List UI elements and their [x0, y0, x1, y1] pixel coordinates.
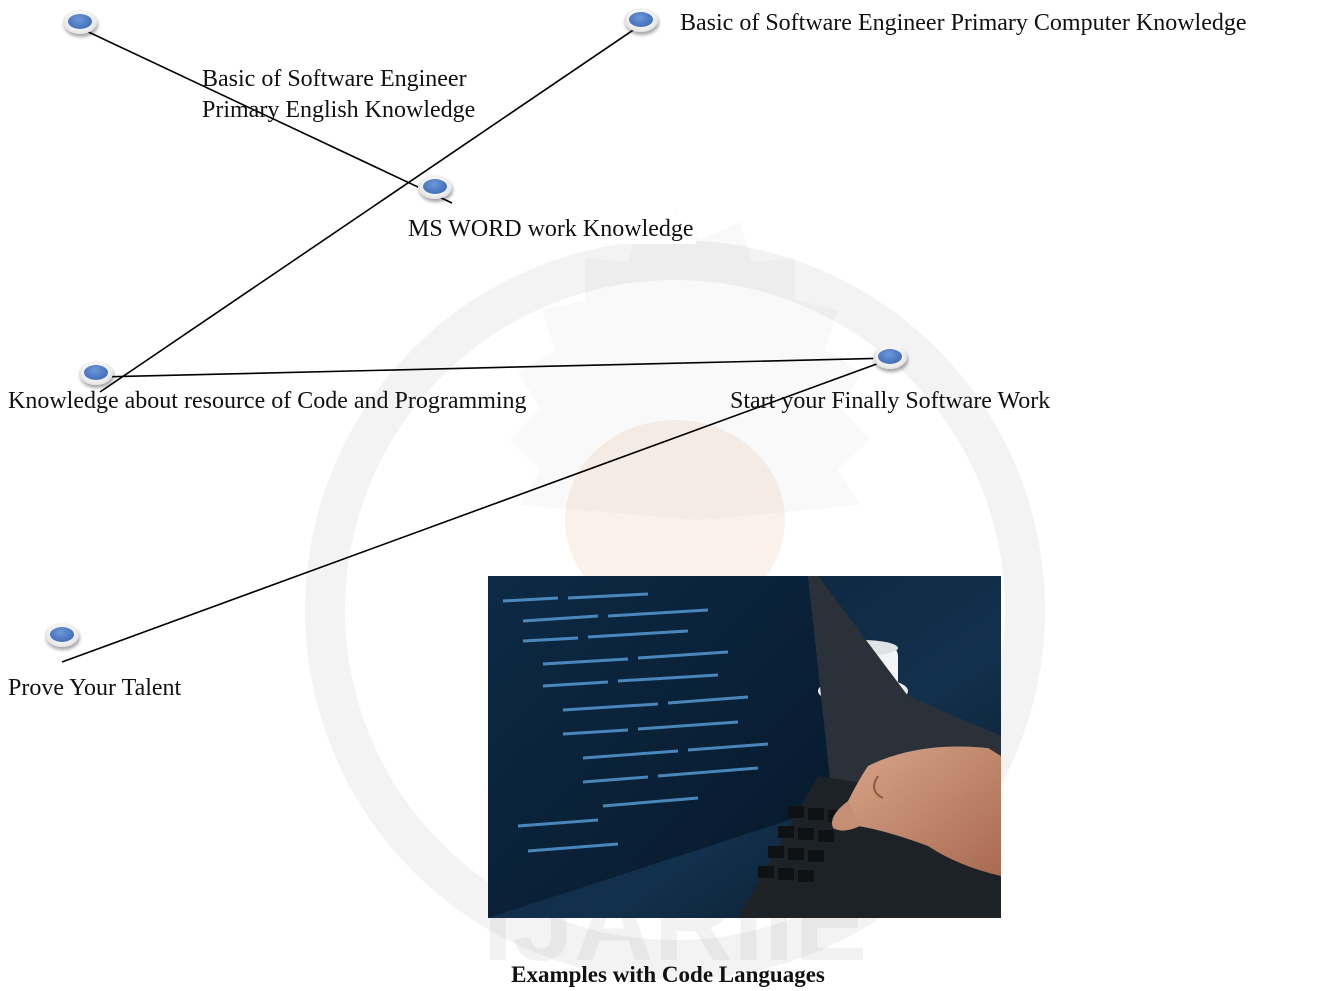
node-label-3-line2: Primary English Knowledge — [202, 97, 476, 123]
connector-n5-n6 — [99, 357, 894, 378]
figure-caption: Examples with Code Languages — [511, 962, 825, 987]
node-bullet-1 — [63, 10, 97, 34]
node-bullet-5 — [79, 361, 113, 385]
connector-n1-n4 — [79, 27, 453, 204]
node-label-7: Prove Your Talent — [6, 673, 184, 703]
node-label-5: Knowledge about resource of Code and Pro… — [8, 388, 527, 414]
node-bullet-4 — [418, 175, 452, 199]
laptop-code-photo — [488, 576, 1001, 918]
node-label-6: Start your Finally Software Work — [730, 388, 1051, 414]
node-bullet-6 — [873, 345, 907, 369]
node-bullet-7 — [45, 623, 79, 647]
connector-n6-n7 — [61, 357, 894, 663]
node-bullet-2 — [624, 8, 658, 32]
node-label-2: Basic of Software Engineer Primary Compu… — [678, 8, 1249, 38]
node-label-4: MS WORD work Knowledge — [406, 214, 696, 244]
connector-n2-n5 — [99, 21, 646, 393]
node-label-3-line1: Basic of Software Engineer — [202, 66, 467, 92]
